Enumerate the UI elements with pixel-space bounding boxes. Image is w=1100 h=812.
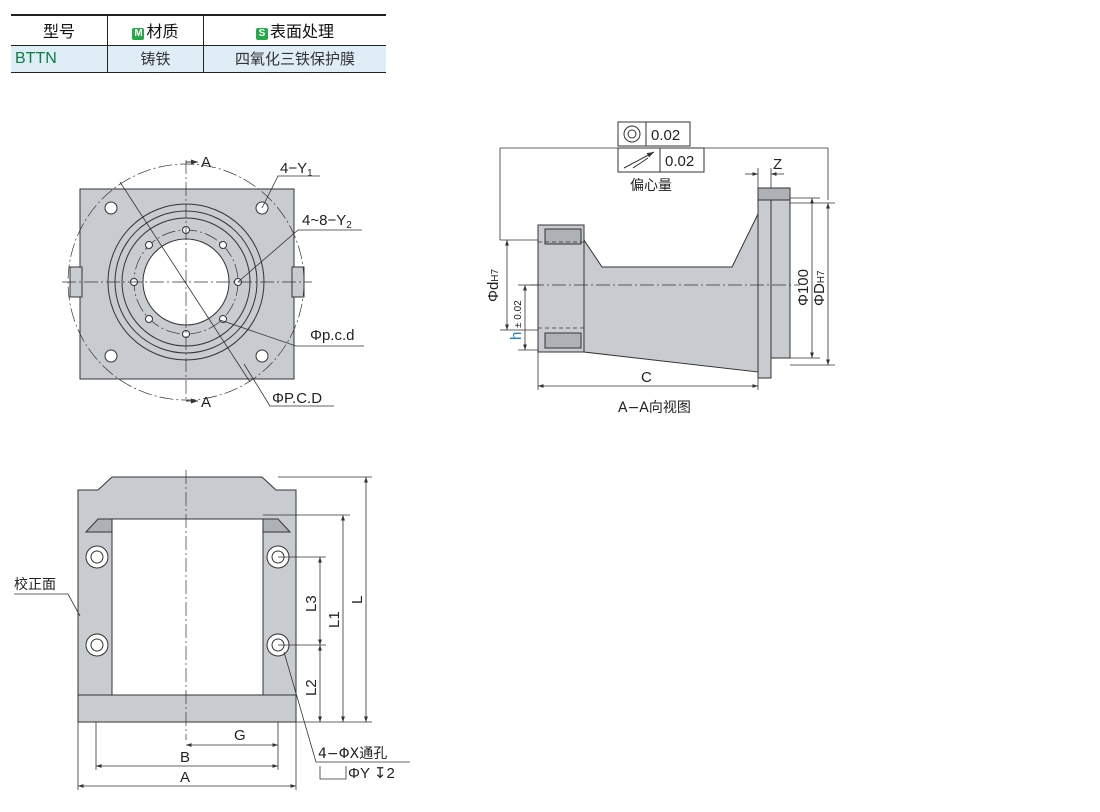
label-4-y1: 4−Y1 bbox=[280, 160, 313, 179]
D-label: ΦDH7 bbox=[811, 270, 828, 306]
datum-face-label: 校正面 bbox=[14, 576, 56, 593]
mounting-hole bbox=[85, 545, 109, 569]
concentricity-value: 0.02 bbox=[651, 127, 680, 144]
concentricity-icon bbox=[623, 125, 641, 143]
cell-surface: 四氧化三铁保护膜 bbox=[203, 45, 386, 73]
spec-table-row: BTTN 铸铁 四氧化三铁保护膜 bbox=[11, 45, 386, 73]
G-label: G bbox=[234, 727, 246, 744]
header-model: 型号 bbox=[11, 14, 108, 46]
header-material-label: 材质 bbox=[146, 22, 179, 41]
cell-model: BTTN bbox=[11, 45, 108, 73]
bottom-view: 校正面 L L1 L3 L2 G B A 4−ΦX通孔 ΦY ↧2 bbox=[14, 470, 410, 790]
corner-hole bbox=[104, 349, 118, 363]
small-hole bbox=[219, 241, 227, 249]
hole-note-through: 4−ΦX通孔 bbox=[318, 746, 387, 762]
material-badge-icon: M bbox=[132, 28, 145, 40]
right-flange bbox=[757, 187, 772, 379]
A-label: A bbox=[180, 769, 190, 786]
small-hole bbox=[145, 241, 153, 249]
corner-hole bbox=[255, 349, 269, 363]
bottom-window bbox=[111, 518, 264, 696]
runout-icon-2 bbox=[632, 157, 649, 169]
cell-material: 铸铁 bbox=[107, 45, 204, 73]
surface-badge-icon: S bbox=[255, 28, 268, 40]
front-view: A A 4−Y1 4~8−Y2 Φp.c.d ΦP.C.D bbox=[62, 154, 364, 411]
corner-hole bbox=[104, 201, 118, 215]
B-label: B bbox=[180, 749, 190, 766]
pcd-small-leader bbox=[219, 319, 364, 347]
phi100-label: Φ100 bbox=[795, 269, 812, 306]
section-view: 0.02 0.02 偏心量 Z ΦdH7 h ± 0.02 Φ100 ΦDH7 bbox=[485, 121, 835, 416]
right-flange-top bbox=[757, 187, 791, 201]
section-mark-bottom: A bbox=[201, 394, 211, 411]
runout-value-box bbox=[659, 147, 705, 173]
mounting-hole-inner bbox=[90, 638, 104, 652]
datum-face-leader bbox=[14, 593, 81, 617]
header-surface-label: 表面处理 bbox=[269, 22, 334, 41]
left-flange-hatch bbox=[544, 228, 582, 245]
z-label: Z bbox=[773, 156, 782, 173]
section-caption: A−A向视图 bbox=[618, 400, 691, 416]
label-pcd-small: Φp.c.d bbox=[310, 327, 355, 344]
label-pcd-large: ΦP.C.D bbox=[272, 390, 322, 407]
runout-icon bbox=[623, 151, 655, 169]
h-tolerance: ± 0.02 bbox=[513, 300, 524, 328]
label-4-8-y2: 4~8−Y2 bbox=[302, 212, 352, 231]
hole-note-counterbore: ΦY ↧2 bbox=[348, 765, 395, 782]
depth-icon: ↧ bbox=[374, 765, 387, 782]
corner-holes bbox=[104, 201, 269, 363]
section-body bbox=[583, 213, 759, 373]
bottom-bevel-right bbox=[262, 518, 292, 533]
mounting-hole bbox=[85, 633, 109, 657]
L2-label: L2 bbox=[303, 679, 320, 696]
h-label: h bbox=[508, 332, 525, 340]
runout-value: 0.02 bbox=[665, 153, 694, 170]
pcd-diameter-line bbox=[119, 181, 251, 383]
section-mark-top: A bbox=[201, 154, 211, 171]
left-flange-hatch bbox=[544, 332, 582, 349]
L3-label: L3 bbox=[303, 595, 320, 612]
y2-leader bbox=[237, 229, 362, 283]
y1-leader bbox=[261, 175, 320, 209]
hole-note-leader bbox=[283, 651, 410, 763]
eccentricity-caption: 偏心量 bbox=[630, 178, 672, 194]
L-label: L bbox=[349, 596, 366, 604]
right-flange-lip bbox=[770, 197, 791, 359]
pcd-large-leader bbox=[243, 363, 334, 407]
d-label: ΦdH7 bbox=[485, 268, 502, 302]
counterbore-icon bbox=[319, 766, 347, 780]
left-flange bbox=[537, 224, 585, 353]
mounting-hole-inner bbox=[90, 550, 104, 564]
L1-label: L1 bbox=[326, 611, 343, 628]
concentricity-icon-inner bbox=[627, 129, 637, 139]
small-hole bbox=[145, 315, 153, 323]
c-label: C bbox=[641, 369, 652, 386]
bottom-bevel-left bbox=[84, 518, 113, 533]
concentricity-value-box bbox=[645, 121, 691, 147]
bottom-base bbox=[77, 694, 297, 723]
